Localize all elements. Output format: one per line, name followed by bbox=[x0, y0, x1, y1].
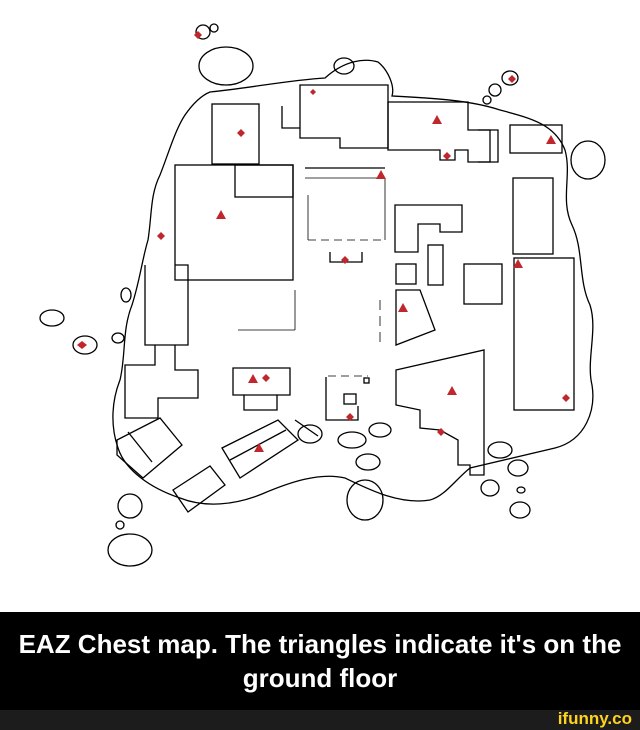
caption-text: EAZ Chest map. The triangles indicate it… bbox=[18, 629, 622, 693]
footer-bar: ifunny.co bbox=[0, 709, 640, 730]
buildings bbox=[116, 84, 575, 513]
triangle-markers bbox=[216, 115, 556, 452]
islets bbox=[39, 23, 606, 567]
chest-map bbox=[39, 23, 606, 567]
island-outline bbox=[112, 59, 594, 505]
caption-bar: EAZ Chest map. The triangles indicate it… bbox=[0, 612, 640, 710]
ifunny-watermark[interactable]: ifunny.co bbox=[557, 709, 632, 728]
map-drawing bbox=[39, 23, 606, 567]
diamond-markers bbox=[77, 31, 570, 436]
